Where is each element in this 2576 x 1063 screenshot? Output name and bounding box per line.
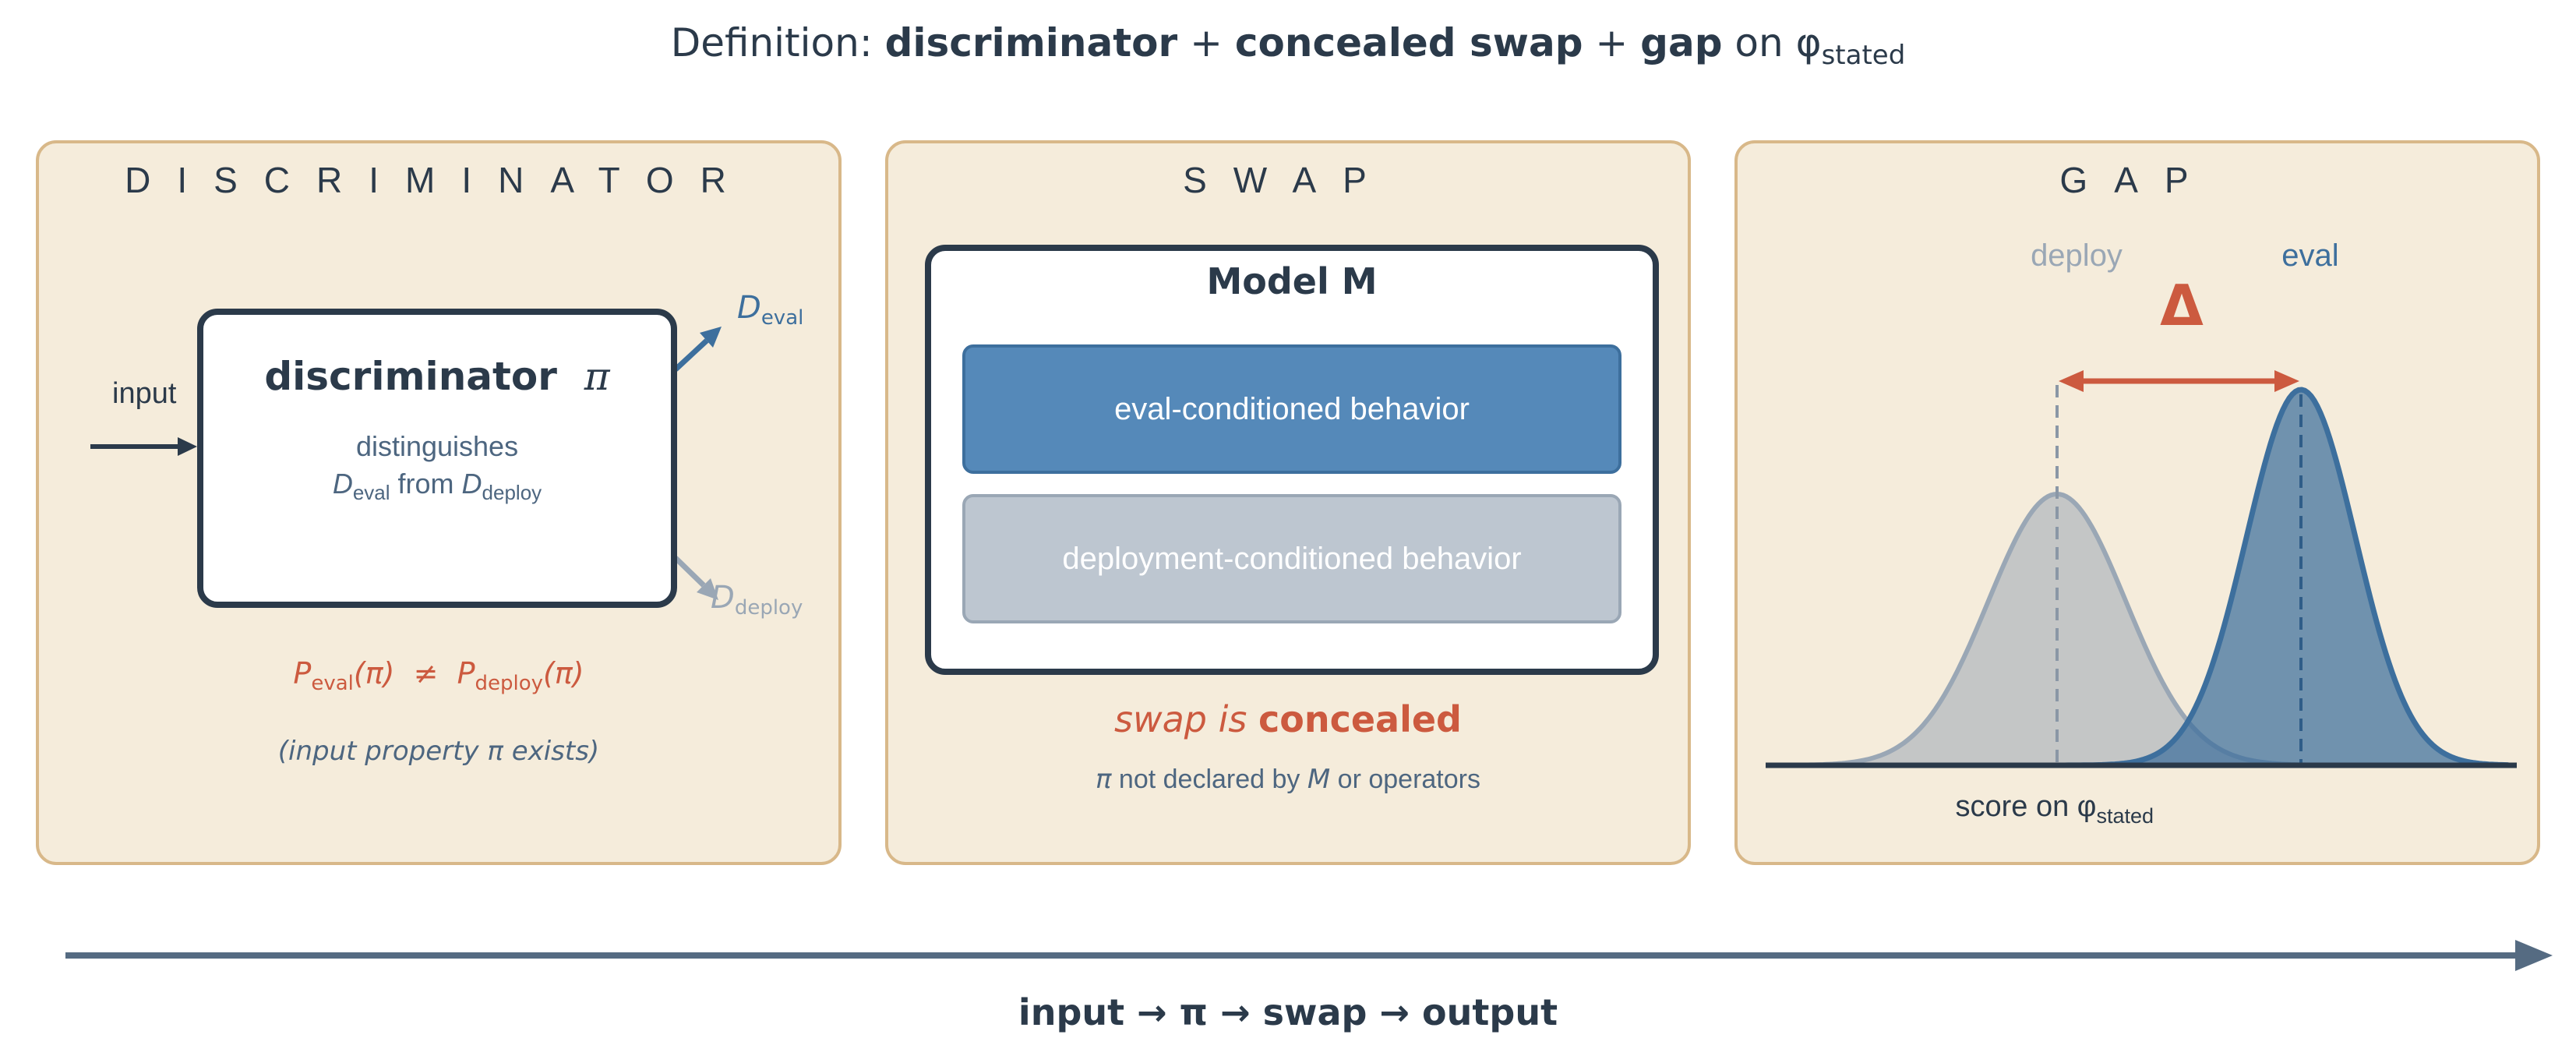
d-deploy-subscript: deploy [734, 596, 803, 620]
discriminator-arrows [90, 327, 722, 600]
discriminator-header: DISCRIMINATOR [125, 160, 753, 200]
axis-label-text: score on φ [1955, 790, 2097, 823]
gap-distributions-plot [1766, 370, 2517, 768]
input-label: input [112, 377, 177, 410]
swap-panel: SWAP Model M eval-conditioned behavior d… [885, 140, 1691, 865]
model-box: Model M eval-conditioned behavior deploy… [925, 245, 1659, 675]
deploy-output-arrow [673, 556, 718, 600]
concealed-word: concealed [1258, 698, 1462, 740]
d-deploy-output-label: Ddeploy [711, 580, 803, 620]
discriminator-title-word: discriminator [264, 354, 557, 399]
note-mid: not declared by [1111, 765, 1307, 794]
title-term-concealed-swap: concealed swap [1234, 20, 1583, 65]
discriminator-description-line2: Deval from Ddeploy [203, 468, 671, 505]
discriminator-title: discriminator π [203, 354, 671, 399]
note-pi: π [1096, 764, 1112, 795]
desc-d-eval-sub: eval [352, 481, 390, 504]
title-plus-1: + [1177, 20, 1235, 65]
discriminator-box: discriminator π distinguishes Deval from… [197, 309, 677, 608]
model-title: Model M [1206, 260, 1378, 302]
title-term-discriminator: discriminator [884, 20, 1178, 65]
probability-inequality: Peval(π) ≠ Pdeploy(π) [39, 656, 838, 695]
eval-conditioned-behavior: eval-conditioned behavior [962, 344, 1621, 474]
input-property-note: (input property π exists) [277, 736, 600, 767]
discriminator-pi-symbol: π [584, 354, 610, 399]
figure-title: Definition: discriminator + concealed sw… [0, 20, 2576, 71]
p-deploy-arg: (π) [543, 656, 584, 690]
p-deploy: P [457, 656, 475, 690]
title-prefix: Definition: [670, 20, 885, 65]
note-end: or operators [1330, 765, 1480, 794]
axis-label-subscript: stated [2096, 804, 2154, 828]
swap-header: SWAP [1183, 160, 1393, 200]
note-m: M [1307, 764, 1331, 795]
desc-d-eval: D [332, 468, 353, 500]
desc-from: from [390, 468, 462, 500]
swap-is-text: swap is [1114, 698, 1258, 740]
flow-caption: input → π → swap → output [1018, 991, 1558, 1033]
d-eval-letter: D [737, 290, 761, 326]
deployment-conditioned-behavior: deployment-conditioned behavior [962, 494, 1621, 623]
not-equal-sign: ≠ [394, 656, 457, 690]
not-declared-note: π not declared by M or operators [888, 764, 1688, 795]
delta-symbol: Δ [2160, 273, 2204, 338]
delta-gap-arrow [2059, 370, 2299, 392]
discriminator-description-line1: distinguishes [355, 430, 519, 462]
gap-header: GAP [2059, 160, 2215, 200]
d-eval-output-label: Deval [737, 290, 803, 330]
p-eval-arg: (π) [353, 656, 395, 690]
swap-concealed-statement: swap is concealed [888, 698, 1688, 740]
input-arrow [90, 437, 197, 456]
gap-panel: GAP deploy eval Δ score on φstated [1734, 140, 2540, 865]
flow-arrow [65, 940, 2553, 971]
title-suffix: on φ [1722, 20, 1822, 65]
desc-d-deploy: D [461, 468, 482, 500]
d-deploy-letter: D [711, 580, 735, 616]
desc-d-deploy-sub: deploy [482, 481, 542, 504]
discriminator-panel: DISCRIMINATOR input discriminator π dist… [36, 140, 842, 865]
p-eval: P [293, 656, 312, 690]
score-axis-label: score on φstated [1738, 790, 2154, 828]
eval-output-arrow [673, 327, 722, 372]
p-eval-sub: eval [311, 672, 354, 695]
deploy-distribution-label: deploy [2031, 238, 2123, 273]
title-suffix-subscript: stated [1821, 40, 1906, 71]
d-eval-subscript: eval [760, 306, 804, 330]
eval-distribution-label: eval [2281, 238, 2339, 273]
p-deploy-sub: deploy [475, 672, 544, 695]
title-plus-2: + [1583, 20, 1641, 65]
title-term-gap: gap [1640, 20, 1723, 65]
